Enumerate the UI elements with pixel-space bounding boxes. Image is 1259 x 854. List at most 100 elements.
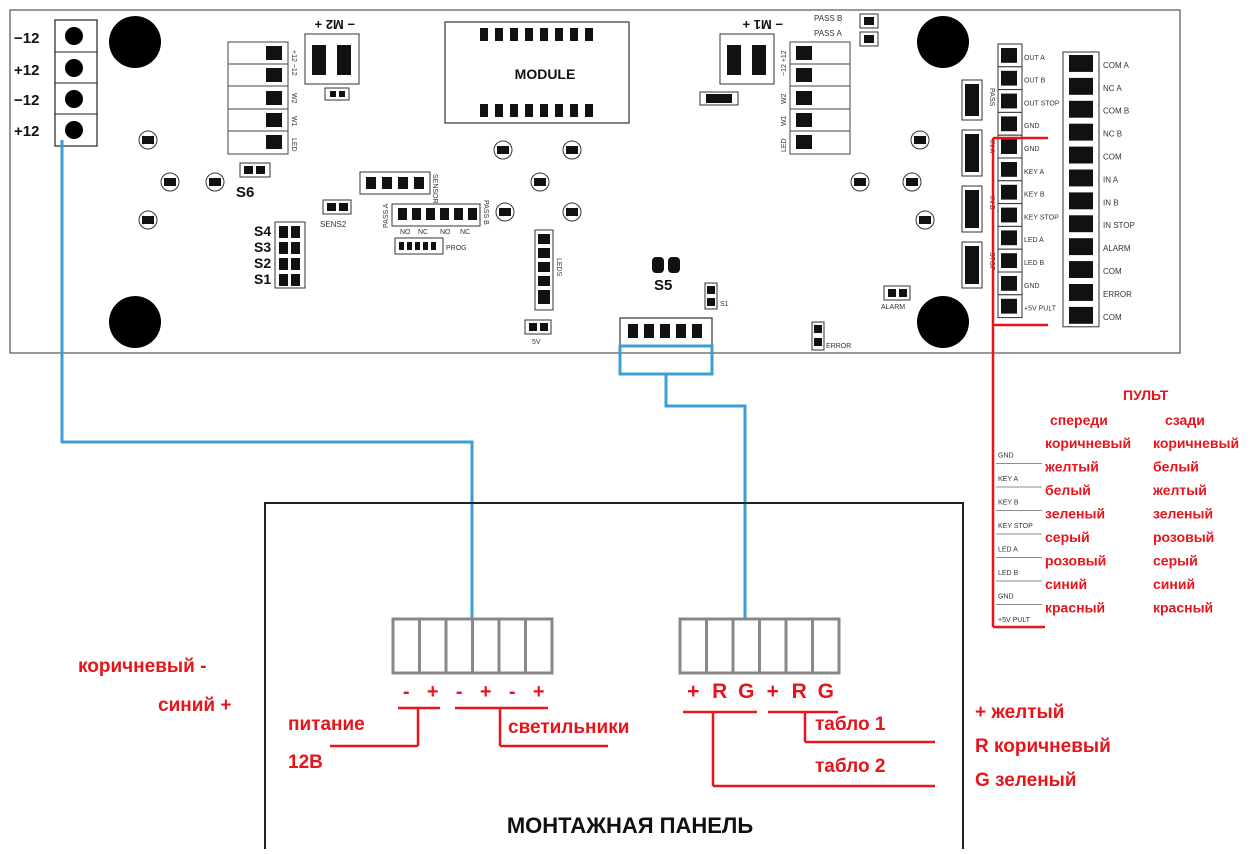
- terminal-pin: [1069, 215, 1093, 233]
- terminal-pin: [1001, 207, 1017, 223]
- terminal-label: OUT STOP: [1024, 100, 1060, 107]
- pult-back-header: сзади: [1165, 412, 1205, 428]
- connector-label: LED: [290, 138, 297, 152]
- terminal-label: KEY A: [1024, 169, 1044, 176]
- connector-label: LED: [781, 138, 788, 152]
- back-wire-color: желтый: [1152, 482, 1207, 498]
- terminal-sign: R: [712, 680, 727, 703]
- terminal-pin: [1001, 253, 1017, 268]
- connector-label: W1: [781, 115, 788, 126]
- terminal-label: +12: [14, 62, 39, 79]
- relay-contact-label: NO: [440, 229, 451, 236]
- terminal-pin: [1069, 100, 1093, 118]
- front-wire-color: желтый: [1044, 459, 1099, 475]
- m2-label: − M2 +: [314, 17, 355, 32]
- alarm-label: ALARM: [881, 304, 905, 311]
- left-connector-stack: +12 −12 W2 W1 LED: [227, 41, 297, 155]
- vertical-label: IN A: [988, 140, 995, 154]
- terminal-pin: [1001, 184, 1017, 200]
- back-wire-color: белый: [1153, 459, 1199, 475]
- switch-label: S3: [254, 239, 271, 255]
- terminal-label: −12: [14, 92, 39, 109]
- pitanie-label: питание: [288, 714, 365, 735]
- tablo2-label: табло 2: [815, 756, 885, 777]
- switch-group: S4 S3 S2 S1: [254, 221, 306, 289]
- terminal-label: −12: [14, 30, 39, 47]
- back-wire-color: розовый: [1153, 529, 1214, 545]
- brown-minus-label: коричневый -: [78, 656, 206, 677]
- connector-label: W1: [290, 116, 297, 127]
- front-wire-color: белый: [1045, 482, 1091, 498]
- pult-pin-label: GND: [998, 453, 1014, 460]
- m2-connector: − M2 +: [304, 17, 360, 101]
- back-wire-color: зеленый: [1153, 506, 1213, 522]
- connector-label: −12 +12: [781, 50, 788, 76]
- terminal-pin: [1069, 192, 1093, 210]
- terminal-sign: +: [480, 681, 492, 703]
- terminal-label: KEY B: [1024, 192, 1045, 199]
- terminal-label: GND: [1024, 283, 1040, 290]
- pult-wire-bracket: [991, 136, 1048, 629]
- panel-red-lines: [330, 706, 935, 788]
- terminal-sign: G: [818, 680, 834, 703]
- panel-title: МОНТАЖНАЯ ПАНЕЛЬ: [507, 813, 754, 838]
- terminal-pin: [1069, 123, 1093, 141]
- connector-label: W2: [781, 93, 788, 104]
- back-wire-color: серый: [1153, 553, 1198, 569]
- terminal-pin: [1001, 162, 1017, 177]
- m1-label: − M1 +: [742, 17, 783, 32]
- switch-label: S2: [254, 255, 271, 271]
- legend-r: R коричневый: [975, 736, 1111, 757]
- terminal-label: LED A: [1024, 237, 1044, 244]
- m1-connector: − M1 +: [699, 17, 783, 106]
- terminal-label: NC A: [1103, 84, 1122, 93]
- controller-board: −12 +12 −12 +12 +12 −12 W2 W1 LED − M2 +: [9, 9, 1181, 354]
- terminal-label: +5V PULT: [1024, 306, 1057, 313]
- blue-plus-label: синий +: [158, 695, 231, 716]
- terminal-label: COM A: [1103, 61, 1129, 70]
- s5-label: S5: [654, 277, 672, 294]
- terminal-pin: [1001, 93, 1017, 109]
- front-wire-color: синий: [1045, 576, 1087, 592]
- prog-label: PROG: [446, 245, 467, 252]
- terminal-sign: G: [738, 680, 754, 703]
- sens2-label: SENS2: [320, 220, 347, 229]
- 12v-label: 12В: [288, 752, 323, 773]
- vertical-label: STOP: [988, 252, 995, 271]
- error-label: ERROR: [826, 343, 851, 350]
- terminal-pin: [1001, 139, 1017, 154]
- terminal-pin: [1069, 261, 1093, 278]
- terminal-pin: [1069, 169, 1093, 187]
- terminal-pin: [1069, 55, 1093, 72]
- terminal-label: OUT B: [1024, 78, 1046, 85]
- relay-contact-label: NC: [418, 229, 428, 236]
- pult-pin-label: KEY STOP: [998, 523, 1033, 530]
- terminal-sign: +: [767, 680, 779, 703]
- front-wire-color: коричневый: [1045, 435, 1131, 451]
- terminal-pin: [1001, 116, 1017, 132]
- mounting-hole: [109, 296, 161, 348]
- terminal-label: IN STOP: [1103, 221, 1135, 230]
- terminal-label: GND: [1024, 146, 1040, 153]
- pult-pin-label: LED B: [998, 570, 1019, 577]
- legend-plus: + желтый: [975, 702, 1064, 723]
- pult-color-table: коричневый желтый белый зеленый серый розовый…: [1044, 435, 1239, 616]
- pass-b-label: PASS B: [814, 14, 842, 23]
- switch-label: S1: [254, 271, 271, 287]
- terminal-strip: [1062, 51, 1100, 328]
- pass-relay-label: PASS A: [383, 203, 390, 228]
- terminal-label: COM: [1103, 267, 1122, 276]
- pult-pin-label: LED A: [998, 547, 1018, 554]
- module-label: MODULE: [515, 66, 576, 82]
- terminal-label: KEY STOP: [1024, 214, 1059, 221]
- terminal-pin: [1001, 230, 1017, 246]
- vertical-label: PASS: [988, 88, 995, 106]
- terminal-label: LED B: [1024, 260, 1045, 267]
- front-wire-color: красный: [1045, 600, 1105, 616]
- terminal-label: OUT A: [1024, 55, 1045, 62]
- terminal-pin: [1001, 276, 1017, 291]
